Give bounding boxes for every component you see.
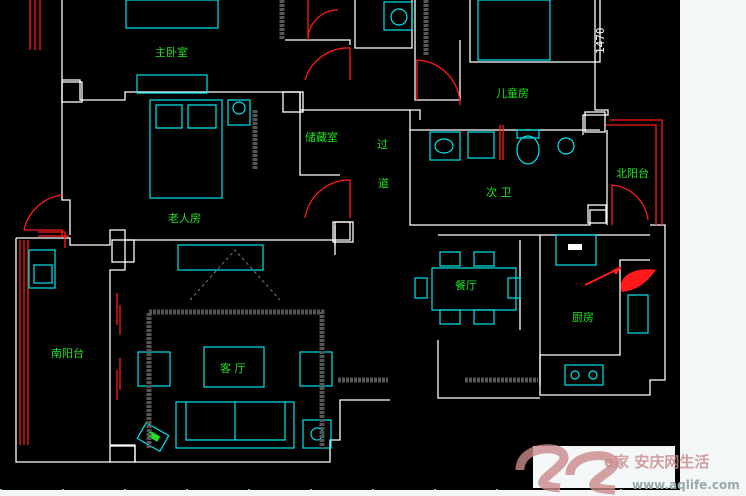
watermark: e家 安庆网生活 www.aqlife.com bbox=[515, 444, 740, 495]
label-kitchen: 厨房 bbox=[572, 311, 594, 324]
fridge bbox=[555, 234, 597, 266]
label-north-balcony: 北阳台 bbox=[616, 166, 649, 180]
plant bbox=[302, 419, 332, 449]
armchair-right bbox=[299, 351, 333, 387]
coffee-table bbox=[203, 346, 265, 388]
room-labels: 主卧室 儿童房 储藏室 过 道 老人房 次 卫 北阳台 餐厅 厨房 南阳台 客 … bbox=[51, 28, 649, 376]
walls bbox=[0, 0, 680, 491]
washing-machine bbox=[383, 1, 413, 31]
side-table bbox=[136, 421, 170, 453]
label-south-balcony: 南阳台 bbox=[51, 346, 84, 360]
toilet bbox=[516, 135, 540, 165]
tv-cabinet bbox=[136, 74, 208, 94]
watermark-brand: e家 安庆网生活 bbox=[604, 453, 709, 471]
watermark-url: www.aqlife.com bbox=[632, 478, 740, 492]
dimension-1470: 1470 bbox=[594, 28, 607, 55]
mop-sink bbox=[28, 249, 56, 289]
label-corridor-1: 过 bbox=[377, 138, 388, 151]
ceiling-lamp bbox=[557, 137, 575, 155]
wash-basin bbox=[429, 131, 461, 161]
furniture bbox=[28, 0, 649, 453]
label-master-bedroom: 主卧室 bbox=[155, 45, 188, 59]
wardrobe bbox=[177, 244, 264, 271]
elder-bed bbox=[149, 99, 223, 199]
label-elder-room: 老人房 bbox=[168, 212, 201, 225]
label-dining: 餐厅 bbox=[455, 278, 477, 292]
child-bed bbox=[477, 0, 551, 61]
label-children-room: 儿童房 bbox=[496, 86, 529, 100]
label-storage: 储藏室 bbox=[305, 130, 338, 144]
label-living-room: 客 厅 bbox=[220, 361, 246, 375]
master-bed bbox=[125, 0, 219, 29]
nightstand bbox=[227, 99, 251, 126]
windows-and-doors bbox=[19, 0, 663, 445]
label-second-bath: 次 卫 bbox=[486, 185, 512, 199]
stove bbox=[564, 364, 604, 386]
label-corridor-2: 道 bbox=[378, 176, 389, 190]
armchair-left bbox=[137, 351, 171, 387]
shower bbox=[467, 131, 495, 159]
kitchen-sink bbox=[627, 294, 649, 334]
